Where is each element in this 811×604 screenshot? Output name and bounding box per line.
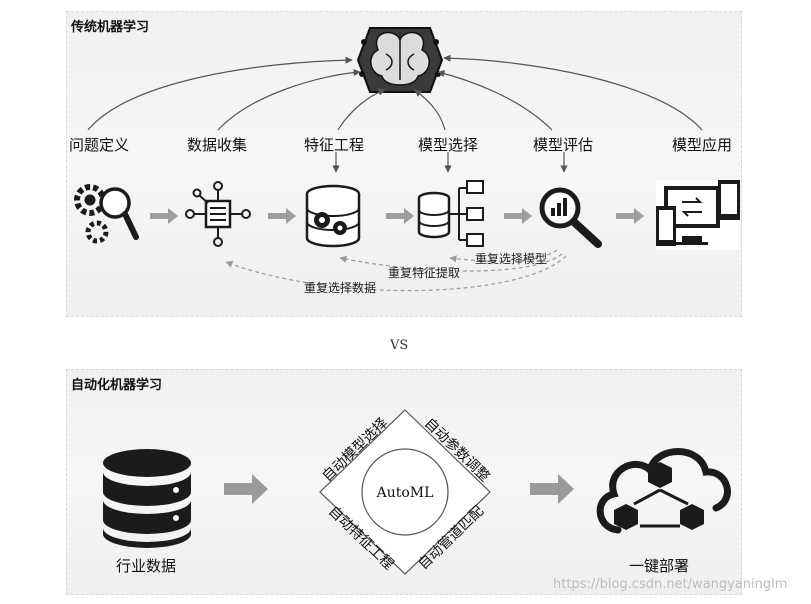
step-label-feature-engineering: 特征工程 [304, 136, 365, 154]
loop-label-reselect-model: 重复选择模型 [475, 252, 548, 266]
database-gears-icon [305, 184, 361, 248]
database-icon [103, 449, 191, 548]
source-watermark: https://blog.csdn.net/wangyaninglm [553, 577, 788, 592]
flow-arrows [150, 208, 644, 224]
step-label-model-evaluation: 模型评估 [533, 136, 594, 154]
devices-icon [656, 180, 740, 250]
cloud-cubes-icon [596, 448, 731, 534]
automl-center-label: AutoML [376, 485, 434, 501]
vs-label: VS [390, 338, 409, 353]
gears-search-icon [74, 184, 139, 244]
loop-label-reselect-data: 重复选择数据 [304, 281, 377, 295]
step-label-problem-definition: 问题定义 [69, 136, 130, 154]
automl-diamond [319, 409, 491, 575]
loop-arrows [225, 249, 567, 292]
data-collect-icon [185, 181, 251, 247]
automl-title: 自动化机器学习 [71, 378, 163, 393]
step-label-model-selection: 模型选择 [418, 136, 479, 154]
automl-flow-arrows [224, 474, 574, 504]
traditional-ml-title: 传统机器学习 [71, 20, 150, 35]
automl-circle [361, 448, 449, 536]
step-label-data-collection: 数据收集 [187, 136, 248, 154]
one-click-deploy-label: 一键部署 [629, 557, 690, 575]
industry-data-label: 行业数据 [116, 557, 177, 575]
brain-circuit-icon [356, 27, 444, 93]
database-tree-icon [417, 180, 484, 247]
brain-arrows [87, 54, 703, 173]
step-label-model-application: 模型应用 [672, 136, 733, 154]
loop-label-reextract-features: 重复特征提取 [388, 266, 461, 280]
magnifier-chart-icon [539, 187, 602, 248]
